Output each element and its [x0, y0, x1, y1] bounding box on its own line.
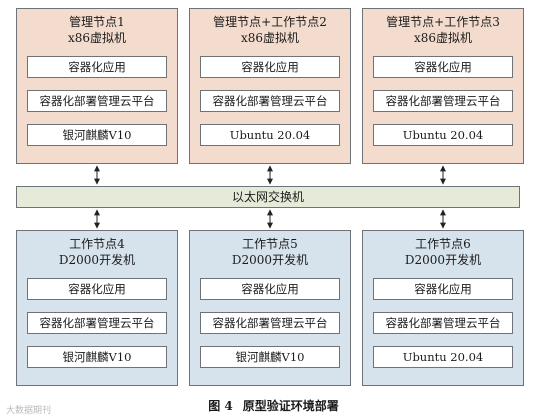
- node-subtitle: x86虚拟机: [240, 31, 300, 45]
- management-node-1: 管理节点1 x86虚拟机 容器化应用 容器化部署管理云平台 银河麒麟V10: [16, 8, 178, 164]
- container-app-box: 容器化应用: [200, 56, 340, 78]
- figure-caption: 图 4 原型验证环境部署: [0, 397, 547, 414]
- os-box: Ubuntu 20.04: [200, 124, 340, 146]
- node-subtitle: x86虚拟机: [67, 31, 127, 45]
- node-title: 工作节点6: [415, 237, 471, 251]
- os-box: Ubuntu 20.04: [373, 346, 513, 368]
- container-app-box: 容器化应用: [27, 278, 167, 300]
- ethernet-switch: 以太网交换机: [16, 186, 520, 208]
- node-subtitle: D2000开发机: [58, 253, 136, 267]
- node-title: 管理节点1: [69, 15, 125, 29]
- figure-title: 原型验证环境部署: [242, 399, 339, 413]
- cloud-platform-box: 容器化部署管理云平台: [200, 312, 340, 334]
- cloud-platform-box: 容器化部署管理云平台: [27, 312, 167, 334]
- node-subtitle: x86虚拟机: [413, 31, 473, 45]
- worker-node-5: 工作节点5 D2000开发机 容器化应用 容器化部署管理云平台 银河麒麟V10: [189, 230, 351, 386]
- node-subtitle: D2000开发机: [231, 253, 309, 267]
- worker-node-4: 工作节点4 D2000开发机 容器化应用 容器化部署管理云平台 银河麒麟V10: [16, 230, 178, 386]
- figure-number: 图 4: [208, 399, 233, 413]
- container-app-box: 容器化应用: [373, 56, 513, 78]
- cloud-platform-box: 容器化部署管理云平台: [373, 312, 513, 334]
- node-title: 管理节点+工作节点3: [386, 15, 500, 29]
- cloud-platform-box: 容器化部署管理云平台: [27, 90, 167, 112]
- container-app-box: 容器化应用: [373, 278, 513, 300]
- worker-node-6: 工作节点6 D2000开发机 容器化应用 容器化部署管理云平台 Ubuntu 2…: [362, 230, 524, 386]
- os-box: 银河麒麟V10: [200, 346, 340, 368]
- container-app-box: 容器化应用: [27, 56, 167, 78]
- node-title: 管理节点+工作节点2: [213, 15, 327, 29]
- management-node-3: 管理节点+工作节点3 x86虚拟机 容器化应用 容器化部署管理云平台 Ubunt…: [362, 8, 524, 164]
- node-subtitle: D2000开发机: [404, 253, 482, 267]
- container-app-box: 容器化应用: [200, 278, 340, 300]
- os-box: 银河麒麟V10: [27, 346, 167, 368]
- node-title: 工作节点4: [69, 237, 125, 251]
- node-title: 工作节点5: [242, 237, 298, 251]
- os-box: Ubuntu 20.04: [373, 124, 513, 146]
- os-box: 银河麒麟V10: [27, 124, 167, 146]
- management-node-2: 管理节点+工作节点2 x86虚拟机 容器化应用 容器化部署管理云平台 Ubunt…: [189, 8, 351, 164]
- cloud-platform-box: 容器化部署管理云平台: [200, 90, 340, 112]
- watermark: 大数据期刊: [6, 406, 52, 416]
- cloud-platform-box: 容器化部署管理云平台: [373, 90, 513, 112]
